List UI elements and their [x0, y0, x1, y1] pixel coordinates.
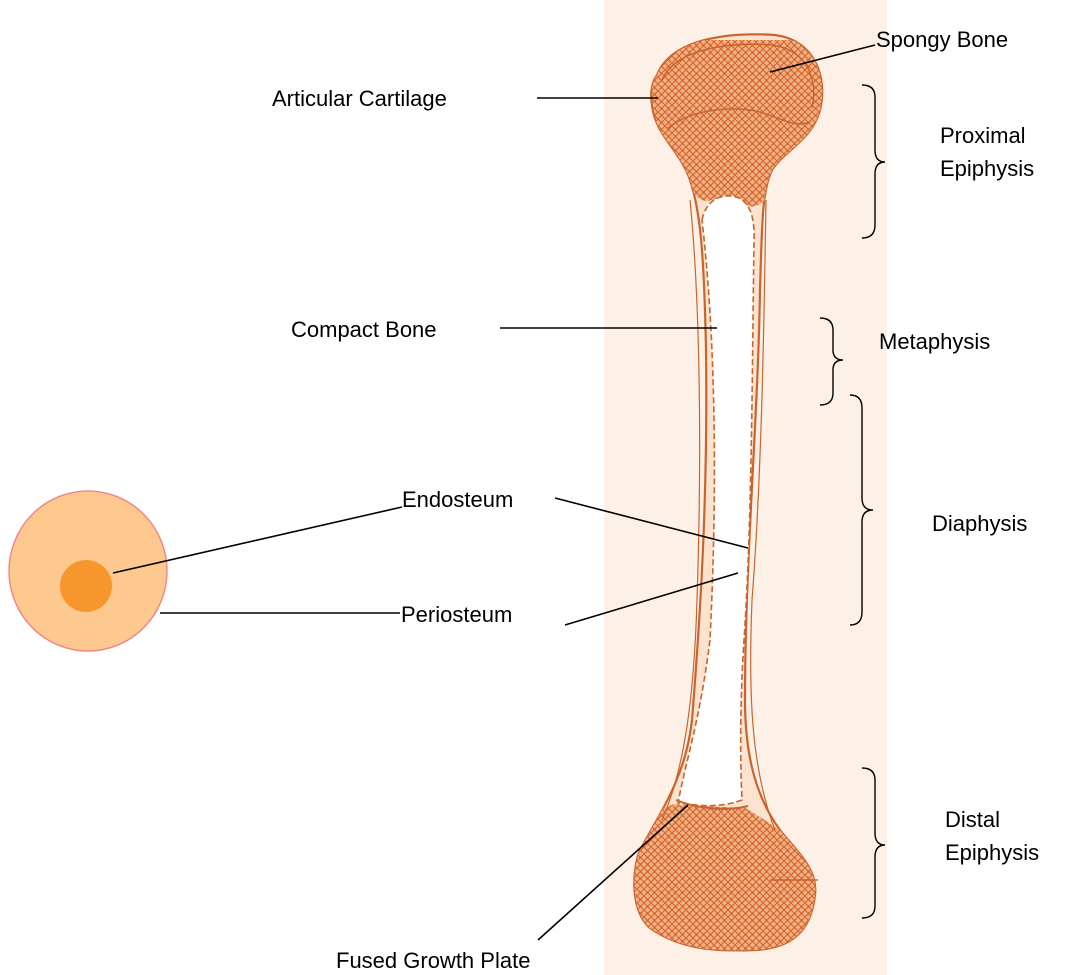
label-proximal-epiphysis-line1: Proximal: [940, 123, 1026, 148]
label-diaphysis: Diaphysis: [932, 511, 1027, 536]
label-proximal-epiphysis-line2: Epiphysis: [940, 156, 1034, 181]
label-metaphysis: Metaphysis: [879, 329, 990, 354]
bone-cross-section: [9, 491, 167, 651]
label-compact-bone: Compact Bone: [291, 317, 437, 342]
label-fused-growth-plate: Fused Growth Plate: [336, 948, 530, 973]
cross-section-marrow-cavity: [60, 560, 112, 612]
label-endosteum: Endosteum: [402, 487, 513, 512]
label-distal-epiphysis-line1: Distal: [945, 807, 1000, 832]
label-periosteum: Periosteum: [401, 602, 512, 627]
label-articular-cartilage: Articular Cartilage: [272, 86, 447, 111]
label-distal-epiphysis-line2: Epiphysis: [945, 840, 1039, 865]
label-spongy-bone: Spongy Bone: [876, 27, 1008, 52]
